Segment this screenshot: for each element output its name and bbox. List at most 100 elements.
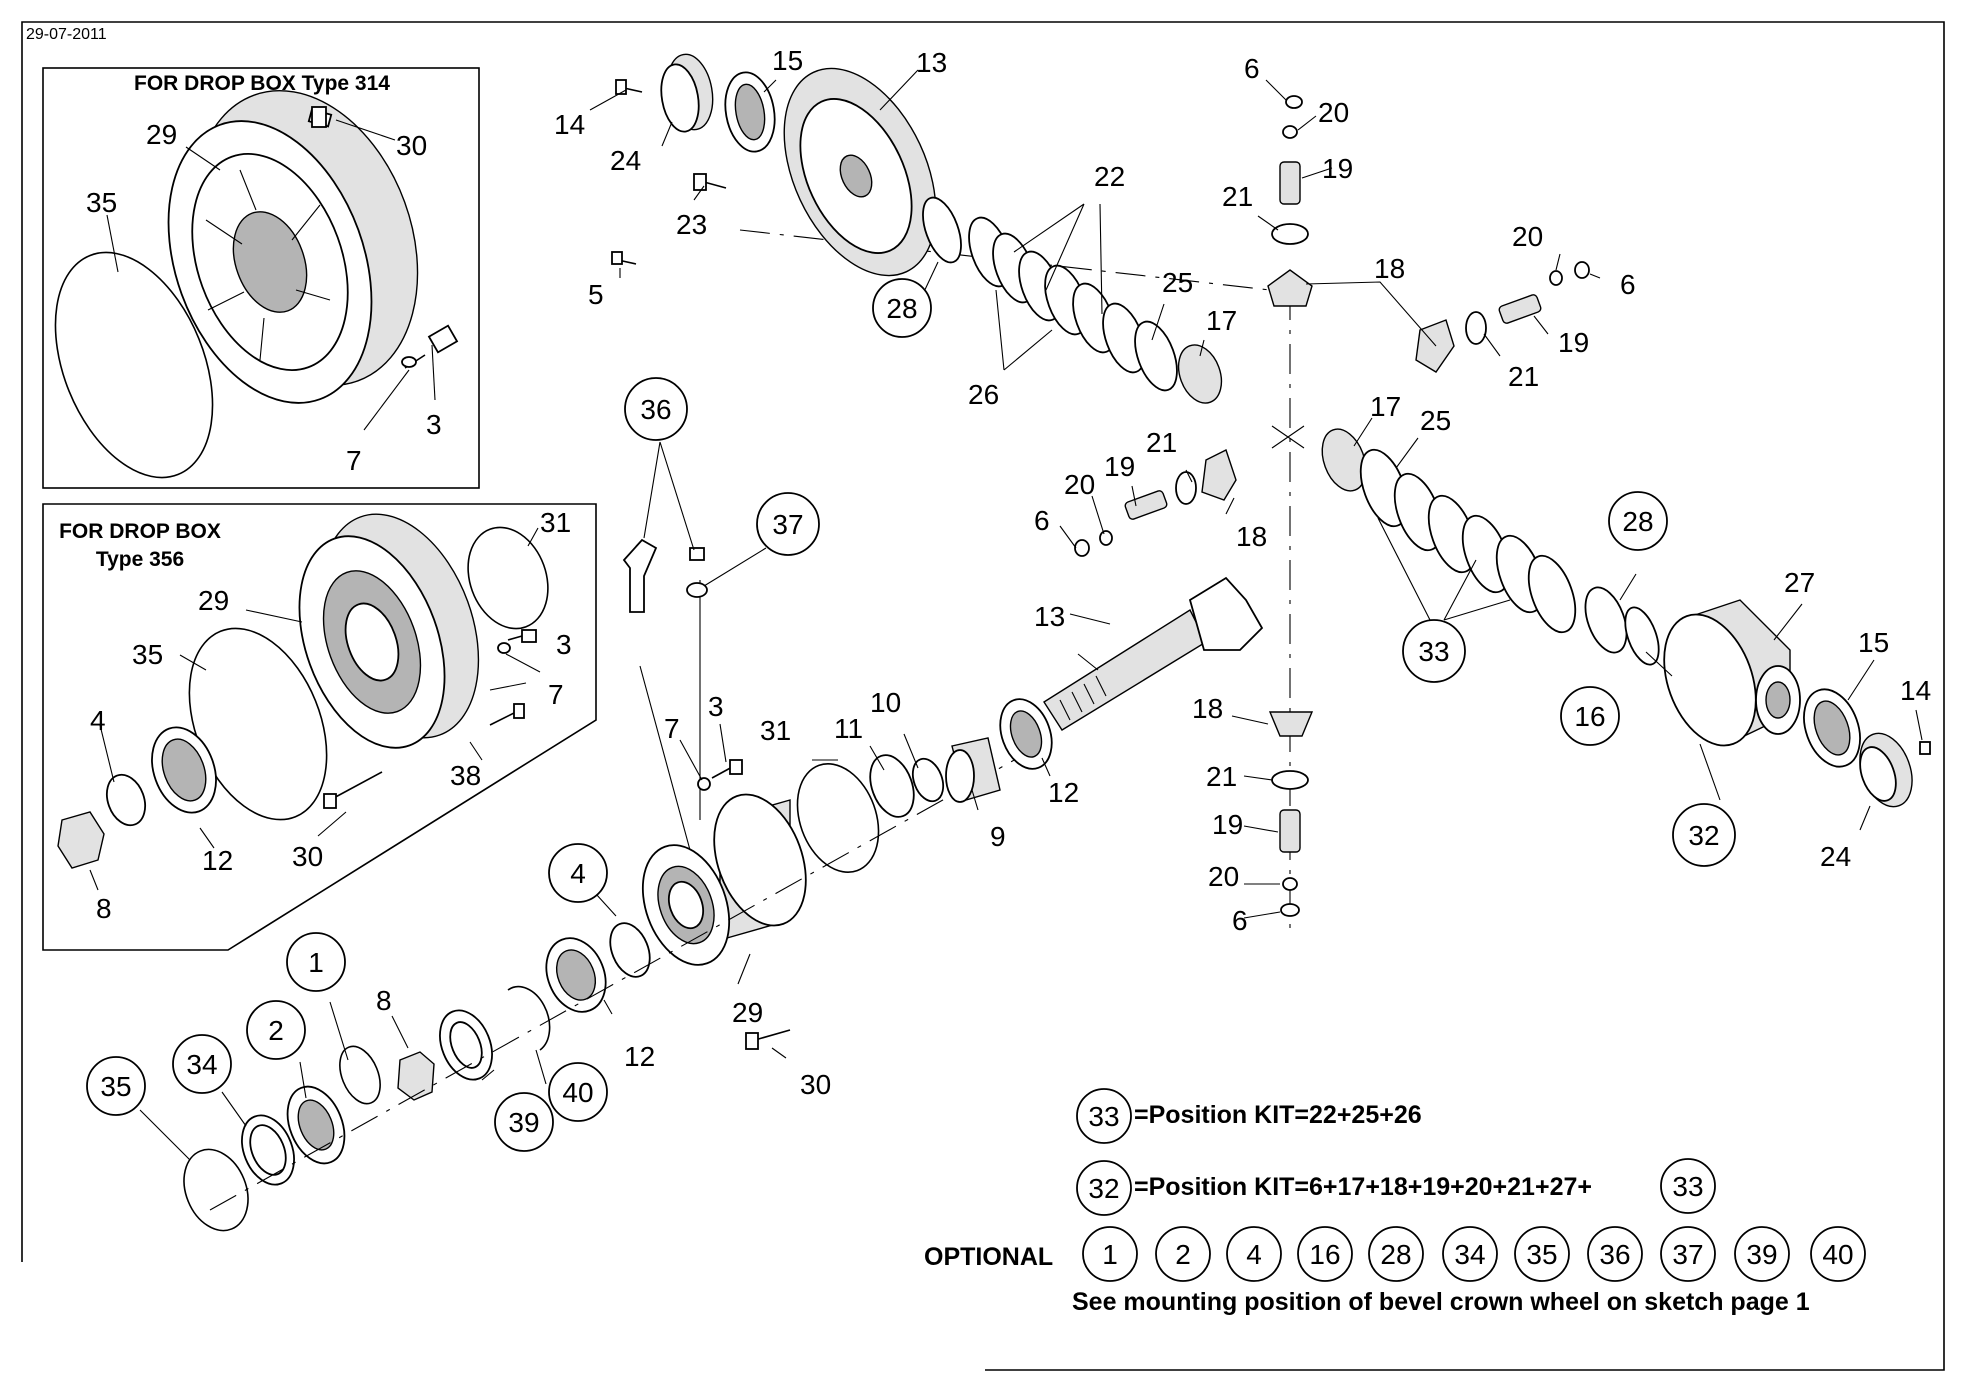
label-22: 22 <box>1094 161 1125 192</box>
thrust-washer-28 <box>1584 586 1628 654</box>
callout-39 <box>494 1092 554 1152</box>
label-35: 35 <box>132 639 163 670</box>
pinion-18 <box>1201 449 1237 501</box>
callout-1 <box>286 932 346 992</box>
kit32-definition: =Position KIT=6+17+18+19+20+21+27+ <box>1134 1173 1592 1201</box>
callout-32-label: 32 <box>1688 820 1719 851</box>
inset-314-frame <box>42 67 480 489</box>
ring-11 <box>869 754 915 818</box>
label-8: 8 <box>96 893 112 924</box>
crown-wheel-13 <box>783 67 937 277</box>
bolt-5 <box>611 251 637 265</box>
label-15: 15 <box>772 45 803 76</box>
pin-19 <box>1498 294 1542 324</box>
label-26: 26 <box>968 379 999 410</box>
label-19: 19 <box>1104 451 1135 482</box>
optional-item: 37 <box>1672 1239 1703 1270</box>
ring-4 <box>609 922 651 978</box>
label-6: 6 <box>1620 269 1636 300</box>
bearing-15 <box>1803 688 1861 768</box>
legend-kit32-tail-badge-label: 33 <box>1672 1171 1703 1202</box>
leaders-pinions <box>1059 79 1601 919</box>
bolt-3 <box>711 759 743 779</box>
drawing-date: 29-07-2011 <box>26 26 107 43</box>
housing-29 <box>641 793 807 966</box>
label-29: 29 <box>146 119 177 150</box>
bolt-3 <box>507 629 537 643</box>
ring-nut-24 <box>1859 732 1913 808</box>
optional-badge <box>1810 1226 1866 1282</box>
bearing-12 <box>151 726 217 814</box>
optional-badge <box>1514 1226 1570 1282</box>
leader-29 <box>185 146 221 171</box>
washer-21 <box>1271 223 1309 245</box>
callout-40-label: 40 <box>562 1077 593 1108</box>
label-27: 27 <box>1784 567 1815 598</box>
nut-8 <box>57 811 105 869</box>
label-18: 18 <box>1236 521 1267 552</box>
bolt-30 <box>307 106 333 128</box>
inset-356-title-2: Type 356 <box>96 548 184 571</box>
label-20: 20 <box>1318 97 1349 128</box>
label-19: 19 <box>1558 327 1589 358</box>
bearing-15 <box>724 71 776 153</box>
inset-356-frame <box>42 503 597 951</box>
optional-badge <box>1368 1226 1424 1282</box>
label-17: 17 <box>1370 391 1401 422</box>
label-25: 25 <box>1162 267 1193 298</box>
label-7: 7 <box>548 679 564 710</box>
optional-badge <box>1660 1226 1716 1282</box>
label-8: 8 <box>376 985 392 1016</box>
label-31: 31 <box>760 715 791 746</box>
o-ring-35 <box>54 251 214 479</box>
label-18: 18 <box>1374 253 1405 284</box>
optional-item: 2 <box>1175 1239 1191 1270</box>
callout-28b-label: 28 <box>1622 506 1653 537</box>
pin-19 <box>1279 809 1301 853</box>
bearing-12 <box>545 937 607 1013</box>
cross-center <box>1271 425 1305 449</box>
washer-21 <box>1271 770 1309 790</box>
callout-33 <box>1402 619 1466 683</box>
optional-label: OPTIONAL <box>924 1243 1054 1271</box>
label-17: 17 <box>1206 305 1237 336</box>
callout-34 <box>172 1034 232 1094</box>
inset-drop-box-314: FOR DROP BOX Type 314 29 30 35 3 7 <box>42 67 480 489</box>
differential-case-27 <box>1663 599 1801 747</box>
optional-item: 16 <box>1309 1239 1340 1270</box>
o-ring-31 <box>796 762 880 874</box>
leaders-top <box>589 69 1205 371</box>
callout-37-label: 37 <box>772 509 803 540</box>
inset-356-title-1: FOR DROP BOX <box>59 520 221 543</box>
axis-line <box>209 229 1291 1211</box>
callout-37 <box>756 492 820 556</box>
label-21: 21 <box>1222 181 1253 212</box>
optional-badge <box>1226 1226 1282 1282</box>
circlip-6 <box>1285 95 1303 109</box>
pin-19 <box>1279 161 1301 205</box>
label-11: 11 <box>834 713 863 744</box>
label-20: 20 <box>1208 861 1239 892</box>
pinion-18 <box>1415 319 1455 373</box>
optional-item: 1 <box>1102 1239 1118 1270</box>
clutch-discs-22-25 <box>1359 448 1577 634</box>
leader-30 <box>335 119 396 141</box>
bolt-36 <box>622 538 658 613</box>
optional-badge <box>1297 1226 1353 1282</box>
optional-item: 28 <box>1380 1239 1411 1270</box>
ring-20 <box>1282 125 1298 139</box>
bolt-38 <box>489 703 525 726</box>
pin-19 <box>1124 490 1168 520</box>
callout-1-label: 1 <box>308 947 324 978</box>
label-25: 25 <box>1420 405 1451 436</box>
label-19: 19 <box>1212 809 1243 840</box>
bolt-30 <box>323 771 383 809</box>
thrust-washer-28 <box>922 196 962 264</box>
circlip-40 <box>507 985 551 1051</box>
ring-20 <box>1282 877 1298 891</box>
label-38: 38 <box>450 760 481 791</box>
label-6: 6 <box>1034 505 1050 536</box>
differential-case-assembly: 17 25 33 28 27 16 15 14 32 24 <box>1321 391 1931 872</box>
crown-wheel-assembly: 14 24 15 13 23 5 28 22 26 25 17 <box>554 45 1237 410</box>
